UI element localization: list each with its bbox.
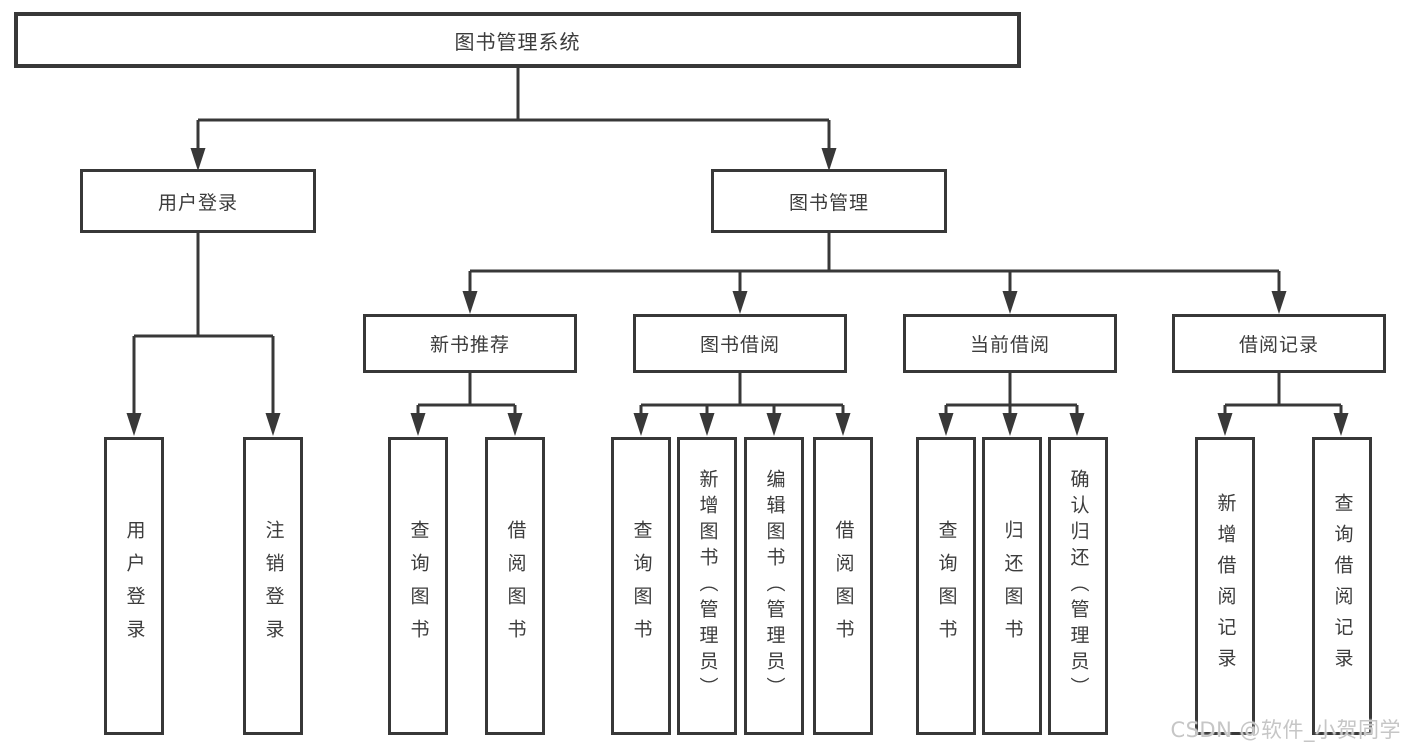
connector-user-login-to-leaves xyxy=(132,233,275,431)
arrow-down-icon xyxy=(462,291,478,314)
leaf-label: 查询借阅记录 xyxy=(1331,493,1354,679)
connector-root-to-level2 xyxy=(196,68,831,166)
arrow-down-icon xyxy=(938,413,954,436)
arrow-down-icon xyxy=(265,413,281,436)
node-borrowing-records: 借阅记录 xyxy=(1172,314,1386,373)
leaf-label: 编辑图书（管理员） xyxy=(763,469,786,703)
node-new-book-recommendation: 新书推荐 xyxy=(363,314,577,373)
node-library-management-system: 图书管理系统 xyxy=(14,12,1021,68)
leaf-label: 查询图书 xyxy=(630,520,653,652)
arrow-down-icon xyxy=(1002,413,1018,436)
arrow-down-icon xyxy=(507,413,523,436)
arrow-down-icon xyxy=(1271,291,1287,314)
connector-new-book-to-leaves xyxy=(416,373,517,431)
csdn-watermark: CSDN @软件_小贺同学 xyxy=(1170,718,1401,742)
leaf-label: 确认归还（管理员） xyxy=(1067,469,1090,703)
arrow-down-icon xyxy=(835,413,851,436)
node-label: 借阅记录 xyxy=(1238,334,1319,356)
leaf-label: 新增借阅记录 xyxy=(1214,493,1237,679)
leaf-query-borrow-record: 查询借阅记录 xyxy=(1312,437,1372,735)
leaf-label: 查询图书 xyxy=(407,520,430,652)
leaf-borrow-books-borrowing: 借阅图书 xyxy=(813,437,873,735)
leaf-query-books-recommend: 查询图书 xyxy=(388,437,448,735)
leaf-borrow-books-recommend: 借阅图书 xyxy=(485,437,545,735)
node-label: 用户登录 xyxy=(157,191,238,214)
leaf-label: 用户登录 xyxy=(123,520,146,652)
node-label: 图书管理 xyxy=(788,191,869,214)
arrow-down-icon xyxy=(1069,413,1085,436)
leaf-confirm-return-admin: 确认归还（管理员） xyxy=(1048,437,1108,735)
arrow-down-icon xyxy=(1217,413,1233,436)
node-label: 图书管理系统 xyxy=(454,29,581,54)
arrow-down-icon xyxy=(190,148,206,171)
leaf-label: 注销登录 xyxy=(262,520,285,652)
arrow-down-icon xyxy=(1002,291,1018,314)
leaf-label: 归还图书 xyxy=(1001,520,1024,652)
leaf-label: 新增图书（管理员） xyxy=(696,469,719,703)
leaf-logout: 注销登录 xyxy=(243,437,303,735)
arrow-down-icon xyxy=(633,413,649,436)
arrow-down-icon xyxy=(821,148,837,171)
leaf-add-books-admin: 新增图书（管理员） xyxy=(677,437,737,735)
leaf-query-books-current: 查询图书 xyxy=(916,437,976,735)
leaf-query-books-borrowing: 查询图书 xyxy=(611,437,671,735)
leaf-user-login: 用户登录 xyxy=(104,437,164,735)
arrow-down-icon xyxy=(1333,413,1349,436)
node-book-management: 图书管理 xyxy=(711,169,947,233)
node-user-login: 用户登录 xyxy=(80,169,316,233)
arrow-down-icon xyxy=(126,413,142,436)
node-label: 新书推荐 xyxy=(429,334,510,356)
arrow-down-icon xyxy=(410,413,426,436)
arrow-down-icon xyxy=(732,291,748,314)
leaf-label: 借阅图书 xyxy=(832,520,855,652)
connector-book-management-to-level3 xyxy=(468,233,1281,309)
arrow-down-icon xyxy=(699,413,715,436)
leaf-label: 借阅图书 xyxy=(504,520,527,652)
arrow-down-icon xyxy=(766,413,782,436)
leaf-return-books: 归还图书 xyxy=(982,437,1042,735)
leaf-label: 查询图书 xyxy=(935,520,958,652)
node-book-borrowing: 图书借阅 xyxy=(633,314,847,373)
connector-borrowing-to-leaves xyxy=(639,373,845,431)
node-label: 当前借阅 xyxy=(969,334,1050,356)
leaf-add-borrow-record: 新增借阅记录 xyxy=(1195,437,1255,735)
node-current-borrowing: 当前借阅 xyxy=(903,314,1117,373)
node-label: 图书借阅 xyxy=(699,334,780,356)
connector-records-to-leaves xyxy=(1223,373,1343,431)
leaf-edit-books-admin: 编辑图书（管理员） xyxy=(744,437,804,735)
